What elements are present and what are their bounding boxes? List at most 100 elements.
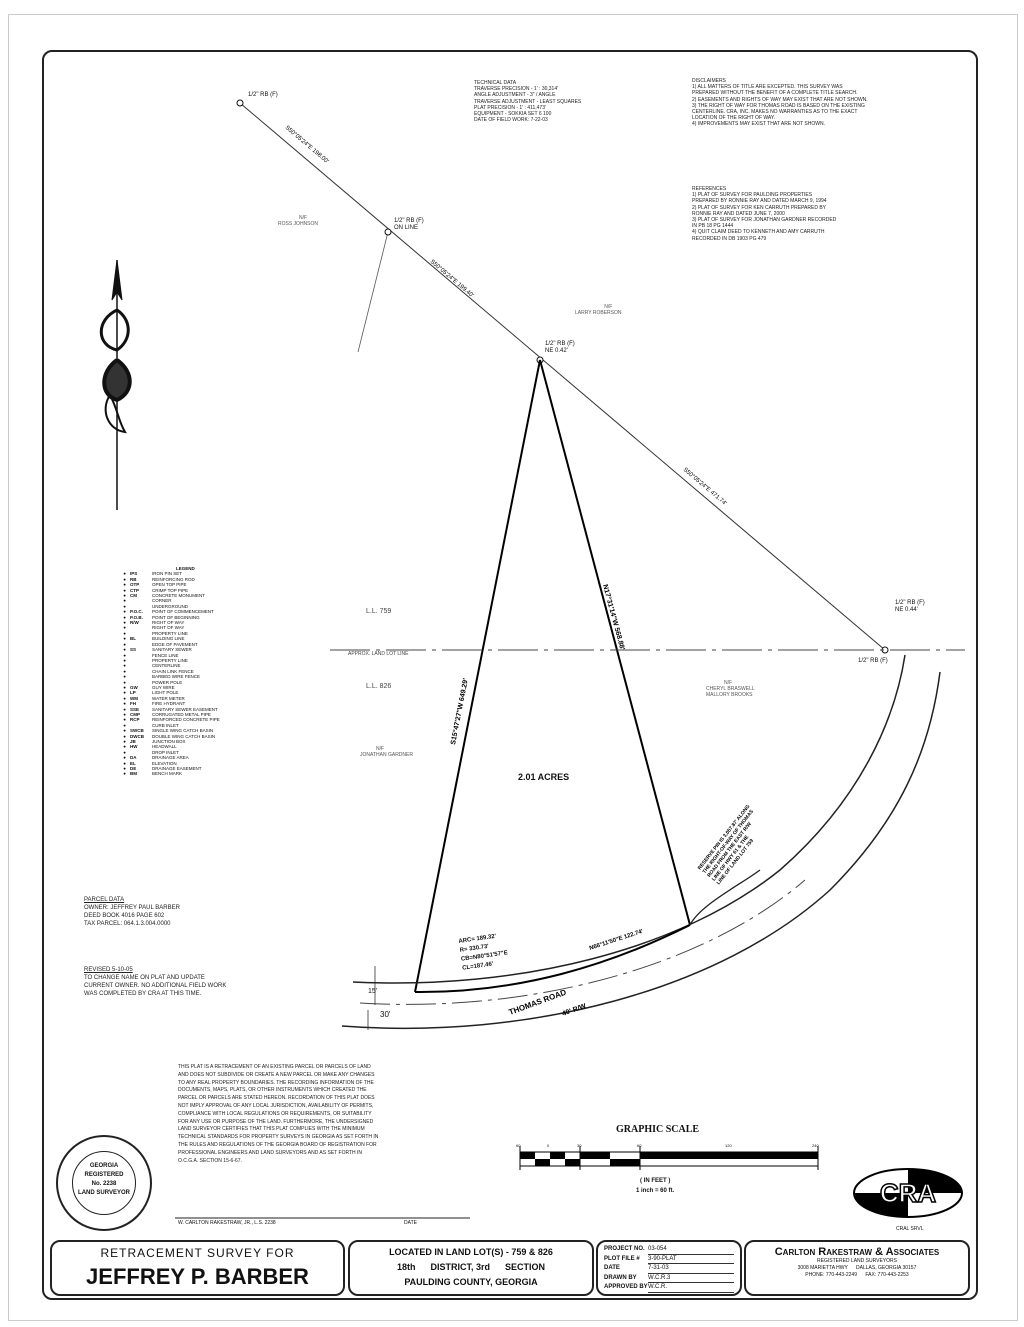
- legend-row: ●CORNER: [96, 598, 286, 603]
- legend-abbreviation: GW: [130, 684, 138, 690]
- plat-sheet: [8, 14, 1018, 1321]
- adjoiner-name: MALLORY BROOKS: [706, 692, 753, 698]
- legend-description: PROPERTY LINE: [152, 657, 188, 663]
- parcel-data-line: TAX PARCEL: 064.1.3.004.0000: [84, 921, 171, 927]
- adjoiner-label: N/F ROSS JOHNSON: [278, 215, 318, 227]
- certification-line: O.C.G.A. SECTION 15-6-67.: [178, 1157, 242, 1164]
- certification-line: PROFESSIONAL ENGINEERS AND LAND SURVEYOR…: [178, 1149, 363, 1156]
- adjoiner-label: N/F CHERYL BRASWELL MALLORY BROOKS: [706, 680, 755, 698]
- road-rw: 40' R/W: [561, 1003, 587, 1018]
- legend-symbol-icon: ●: [123, 582, 126, 588]
- land-lot-759: L.L. 759: [366, 608, 392, 615]
- legend-row: ●RIGHT OF WAY: [96, 625, 286, 630]
- bearing-3: S50°05'24"E 471.74': [682, 467, 728, 507]
- legend-symbol-icon: ●: [123, 679, 126, 685]
- project-value: 3-90-PLAT: [648, 1255, 734, 1265]
- bearing-2: S50°05'24"E 199.40': [429, 259, 475, 299]
- adjoiner-name: JONATHAN GARDNER: [360, 752, 413, 758]
- legend-description: ELEVATION: [152, 760, 177, 766]
- legend-row: ●BARBED WIRE FENCE: [96, 674, 286, 679]
- legend-abbreviation: SSE: [130, 706, 140, 712]
- legend-symbol-icon: ●: [123, 647, 126, 653]
- legend-symbol-icon: ●: [123, 684, 126, 690]
- adjoiner-label: N/F LARRY ROBERSON: [575, 304, 622, 316]
- parcel-data: PARCEL DATA OWNER: JEFFREY PAUL BARBER D…: [84, 896, 180, 928]
- legend-symbol-icon: ●: [123, 695, 126, 701]
- pin-label: 1/2" RB (F): [248, 92, 278, 98]
- revision-note: REVISED 5-10-05 TO CHANGE NAME ON PLAT A…: [84, 966, 226, 998]
- scale-unit: ( IN FEET ): [640, 1178, 671, 1184]
- parcel-data-line: OWNER: JEFFREY PAUL BARBER: [84, 905, 180, 911]
- legend-description: OPEN TOP PIPE: [152, 582, 187, 588]
- pin-label: 1/2" RB (F): [545, 341, 575, 347]
- project-value: W.C.R.: [648, 1283, 734, 1293]
- scale-tick: 240: [812, 1143, 819, 1148]
- surveyor-seal-icon: GEORGIA REGISTERED No. 2238 LAND SURVEYO…: [56, 1135, 152, 1231]
- adjoiner-name: LARRY ROBERSON: [575, 310, 622, 316]
- certification-line: THE RULES AND REGULATIONS OF THE GEORGIA…: [178, 1141, 377, 1148]
- certification-line: TO ANY REAL PROPERTY BOUNDARIES. THE REC…: [178, 1079, 374, 1086]
- legend-description: BARBED WIRE FENCE: [152, 674, 201, 680]
- legend-abbreviation: BM: [130, 771, 137, 777]
- legend-row: ●PROPERTY LINE: [96, 631, 286, 636]
- road-edge-north: [352, 654, 906, 984]
- project-key: PROJECT NO.: [604, 1246, 645, 1252]
- legend-abbreviation: DE: [130, 766, 137, 772]
- project-key: PLOT FILE #: [604, 1255, 640, 1262]
- technical-data: TECHNICAL DATA TRAVERSE PRECISION - 1' :…: [474, 80, 581, 123]
- certification-line: LAND SURVEYOR CERTIFIES THAT THIS PLAT C…: [178, 1126, 365, 1133]
- legend-description: CENTERLINE: [152, 663, 181, 669]
- legend-description: DRAINAGE EASEMENT: [152, 766, 202, 772]
- legend-description: DRAINAGE AREA: [152, 755, 189, 761]
- legend-row: ●P.O.C.POINT OF COMMENCEMENT: [96, 609, 286, 614]
- technical-data-line: ANGLE ADJUSTMENT - 3" / ANGLE: [474, 92, 556, 99]
- technical-data-line: EQUIPMENT - SOKKIA SET 6 100: [474, 111, 552, 118]
- seal-inner: GEORGIA REGISTERED No. 2238 LAND SURVEYO…: [72, 1151, 136, 1215]
- pin-label: 1/2" RB (F): [895, 600, 925, 606]
- reference-line: RECORDED IN DB 1903 PG 479: [692, 235, 767, 242]
- legend-description: REINFORCED CONCRETE PIPE: [152, 717, 220, 723]
- scale-tick: 30: [577, 1143, 582, 1148]
- legend-row: ●POWER POLE: [96, 680, 286, 685]
- adjoiner-nf: N/F: [376, 746, 385, 752]
- project-row: PLOT FILE # 3-90-PLAT: [604, 1255, 734, 1265]
- acreage-label: 2.01 ACRES: [518, 772, 570, 782]
- seal-registered: REGISTERED: [84, 1172, 124, 1178]
- road-edge-south: [341, 671, 941, 1030]
- legend-description: CRIMP TOP PIPE: [152, 587, 189, 593]
- firm-phone: PHONE: 770-443-2249 FAX: 770-443-2253: [805, 1272, 909, 1278]
- legend-symbol-icon: ●: [123, 593, 126, 599]
- technical-data-line: TRAVERSE PRECISION - 1' : 30,314': [474, 86, 559, 93]
- legend-row: ●CENTERLINE: [96, 663, 286, 668]
- legend-description: CORRUGATED METAL PIPE: [152, 711, 211, 717]
- reference-line: 2) PLAT OF SURVEY FOR KEN CARRUTH PREPAR…: [692, 204, 827, 211]
- legend-description: SANITARY SEWER: [152, 647, 192, 653]
- legend-description: SANITARY SEWER EASEMENT: [152, 706, 218, 712]
- legend-abbreviation: DWCB: [130, 733, 144, 739]
- seal-number: No. 2238: [91, 1181, 117, 1187]
- project-value: 03-054: [648, 1245, 734, 1255]
- legend-symbol-icon: ●: [123, 690, 126, 696]
- legend-symbol-icon: ●: [123, 657, 126, 663]
- revision-line: CURRENT OWNER. NO ADDITIONAL FIELD WORK: [84, 983, 227, 989]
- title-block-location: LOCATED IN LAND LOT(S) - 759 & 826 18th …: [348, 1240, 594, 1296]
- certification-line: TECHNICAL STANDARDS FOR PROPERTY SURVEYS…: [178, 1134, 379, 1141]
- location-line: LOCATED IN LAND LOT(S) - 759 & 826: [389, 1247, 553, 1257]
- retracement-label: RETRACEMENT SURVEY FOR: [100, 1246, 295, 1260]
- legend-abbreviation: CMP: [130, 711, 140, 717]
- location-line: 18th DISTRICT, 3rd SECTION: [396, 1262, 546, 1272]
- legend-symbol-icon: ●: [123, 722, 126, 728]
- legend-symbol-icon: ●: [123, 587, 126, 593]
- legend-symbol-icon: ●: [123, 603, 126, 609]
- legend-description: CURB INLET: [152, 722, 179, 728]
- legend-row: ●FENCE LINE: [96, 653, 286, 658]
